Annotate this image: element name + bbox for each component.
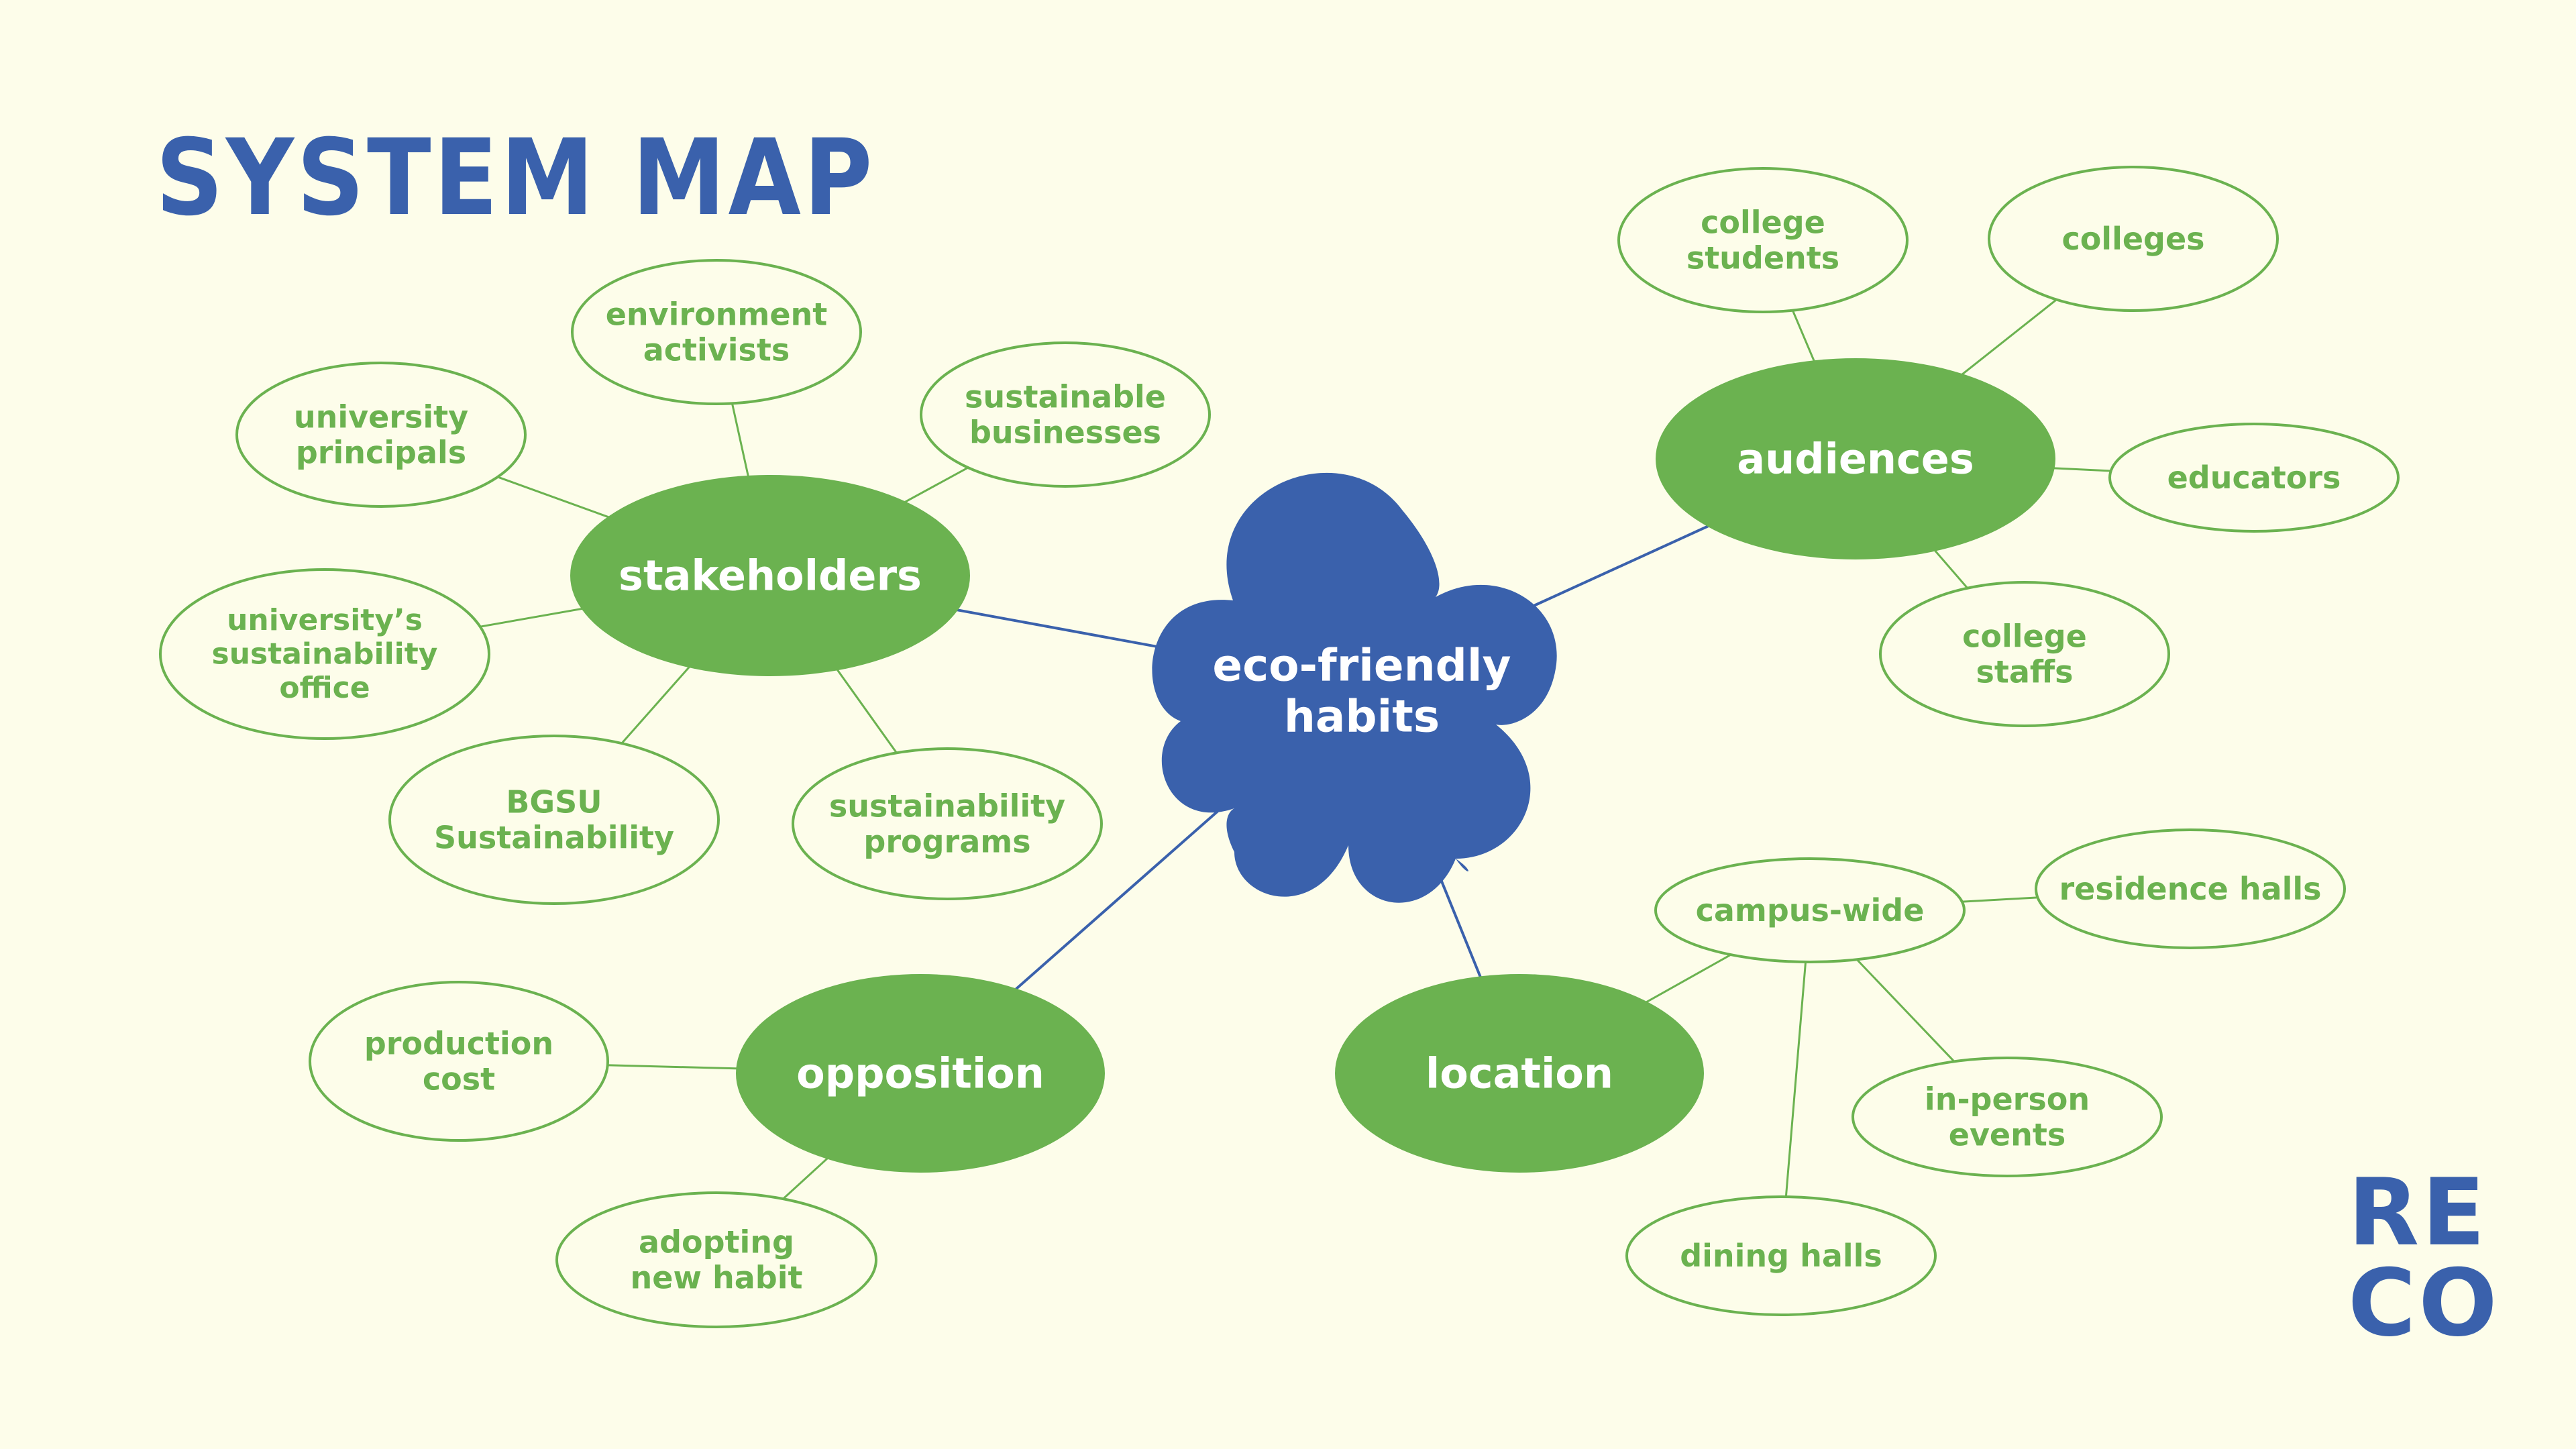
node-educators: educators xyxy=(2108,423,2400,533)
node-university-principals-text: principals xyxy=(296,434,466,470)
hub-stakeholders-label: stakeholders xyxy=(619,551,922,600)
node-universitys-sustainability-office-text: sustainability xyxy=(212,637,438,672)
node-residence-halls: residence halls xyxy=(2035,828,2346,949)
node-residence-halls-text: residence halls xyxy=(2059,871,2321,907)
hub-opposition-ellipse xyxy=(736,974,1105,1173)
node-sustainability-programs-text: programs xyxy=(863,823,1030,859)
flower-shape xyxy=(1152,472,1557,903)
node-in-person-events-ellipse xyxy=(1851,1057,2163,1177)
node-sustainable-businesses-text: businesses xyxy=(969,414,1161,450)
hub-location-label: location xyxy=(1426,1049,1613,1098)
node-college-students-text: college xyxy=(1701,205,1825,241)
logo-line-1: RE xyxy=(2348,1159,2488,1267)
node-college-staffs-text: staffs xyxy=(1976,653,2073,690)
node-dining-halls-text: dining halls xyxy=(1680,1238,1882,1274)
page-title: SYSTEM MAP xyxy=(156,117,875,240)
node-dining-halls-ellipse xyxy=(1625,1195,1937,1316)
node-colleges: colleges xyxy=(1988,166,2279,312)
node-adopting-new-habit-ellipse xyxy=(555,1191,877,1328)
node-production-cost-ellipse xyxy=(309,981,609,1142)
node-sustainable-businesses-ellipse xyxy=(920,341,1211,488)
node-in-person-events-text: in-person xyxy=(1925,1081,2090,1118)
node-in-person-events-text: events xyxy=(1949,1116,2066,1152)
node-colleges-ellipse xyxy=(1988,166,2279,312)
center-label-text: habits xyxy=(1284,690,1440,742)
node-sustainable-businesses-text: sustainable xyxy=(965,379,1166,415)
node-college-staffs-ellipse xyxy=(1879,581,2170,727)
node-bgsu-sustainability-text: Sustainability xyxy=(434,819,674,855)
hub-opposition-label: opposition xyxy=(796,1049,1044,1098)
node-environment-activists-text: environment xyxy=(606,297,828,333)
node-production-cost-text: cost xyxy=(423,1061,495,1097)
node-environment-activists-text: activists xyxy=(643,331,790,368)
node-college-staffs-text: college xyxy=(1962,619,2087,655)
node-college-students-ellipse xyxy=(1617,167,1909,313)
node-campus-wide-text: campus-wide xyxy=(1696,892,1925,928)
node-adopting-new-habit-text: new habit xyxy=(631,1259,803,1295)
hub-stakeholders: stakeholders xyxy=(570,475,970,676)
node-college-students-text: students xyxy=(1686,239,1839,276)
hub-audiences-ellipse xyxy=(1656,358,2055,559)
node-universitys-sustainability-office-ellipse xyxy=(159,568,490,740)
node-educators-text: educators xyxy=(2167,460,2341,496)
node-bgsu-sustainability-text: BGSU xyxy=(506,784,602,820)
hub-audiences: audiences xyxy=(1656,358,2055,559)
node-sustainability-programs-ellipse xyxy=(792,747,1103,900)
node-bgsu-sustainability-ellipse xyxy=(388,735,720,905)
logo-line-2: CO xyxy=(2348,1249,2500,1358)
node-campus-wide-ellipse xyxy=(1654,857,1966,963)
node-campus-wide: campus-wide xyxy=(1654,857,1966,963)
node-university-principals-text: university xyxy=(294,399,468,435)
node-adopting-new-habit-text: adopting xyxy=(639,1224,794,1260)
hub-location-ellipse xyxy=(1335,974,1704,1173)
node-university-principals-ellipse xyxy=(235,362,527,508)
node-universitys-sustainability-office-text: university’s xyxy=(227,603,423,637)
reco-logo: RE CO xyxy=(2348,1159,2500,1358)
node-residence-halls-ellipse xyxy=(2035,828,2346,949)
center-label-text: eco-friendly xyxy=(1212,640,1511,692)
node-environment-activists-ellipse xyxy=(571,259,862,405)
hub-location: location xyxy=(1335,974,1704,1173)
node-colleges-text: colleges xyxy=(2061,221,2204,257)
hub-stakeholders-ellipse xyxy=(570,475,970,676)
node-universitys-sustainability-office-text: office xyxy=(279,671,370,705)
hub-audiences-label: audiences xyxy=(1737,435,1974,484)
hub-opposition: opposition xyxy=(736,974,1105,1173)
node-dining-halls: dining halls xyxy=(1625,1195,1937,1316)
node-educators-ellipse xyxy=(2108,423,2400,533)
node-sustainability-programs-text: sustainability xyxy=(829,788,1065,824)
node-production-cost-text: production xyxy=(364,1026,553,1062)
